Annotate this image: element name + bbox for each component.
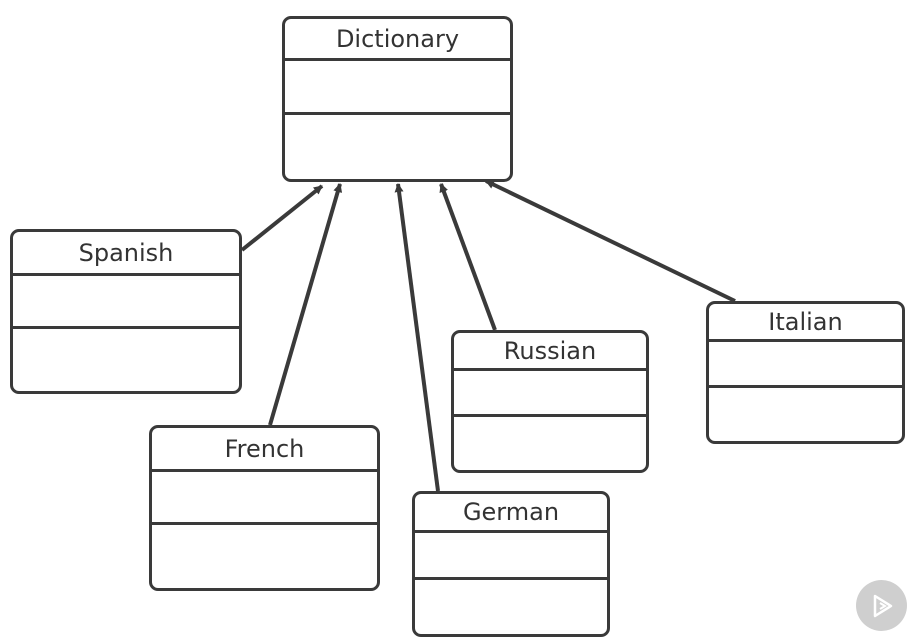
class-box-dictionary: Dictionary <box>282 16 513 182</box>
class-name-italian: Italian <box>709 304 902 342</box>
class-name-dictionary: Dictionary <box>285 19 510 61</box>
class-attributes-german <box>415 533 607 580</box>
class-attributes-french <box>152 472 377 525</box>
play-badge[interactable] <box>856 580 907 631</box>
class-box-italian: Italian <box>706 301 905 444</box>
class-box-german: German <box>412 491 610 637</box>
class-box-spanish: Spanish <box>10 229 242 394</box>
class-attributes-spanish <box>13 276 239 329</box>
arrow-french-to-dictionary <box>268 183 343 426</box>
arrow-german-to-dictionary <box>394 183 440 492</box>
class-box-russian: Russian <box>451 330 649 473</box>
class-attributes-russian <box>454 371 646 417</box>
class-name-german: German <box>415 494 607 533</box>
class-name-spanish: Spanish <box>13 232 239 276</box>
play-icon <box>873 594 892 617</box>
arrow-spanish-to-dictionary <box>240 184 324 252</box>
class-attributes-dictionary <box>285 61 510 115</box>
class-name-russian: Russian <box>454 333 646 371</box>
class-attributes-italian <box>709 342 902 388</box>
arrow-italian-to-dictionary <box>485 179 736 303</box>
class-name-french: French <box>152 428 377 472</box>
class-box-french: French <box>149 425 380 591</box>
arrow-russian-to-dictionary <box>439 183 497 331</box>
